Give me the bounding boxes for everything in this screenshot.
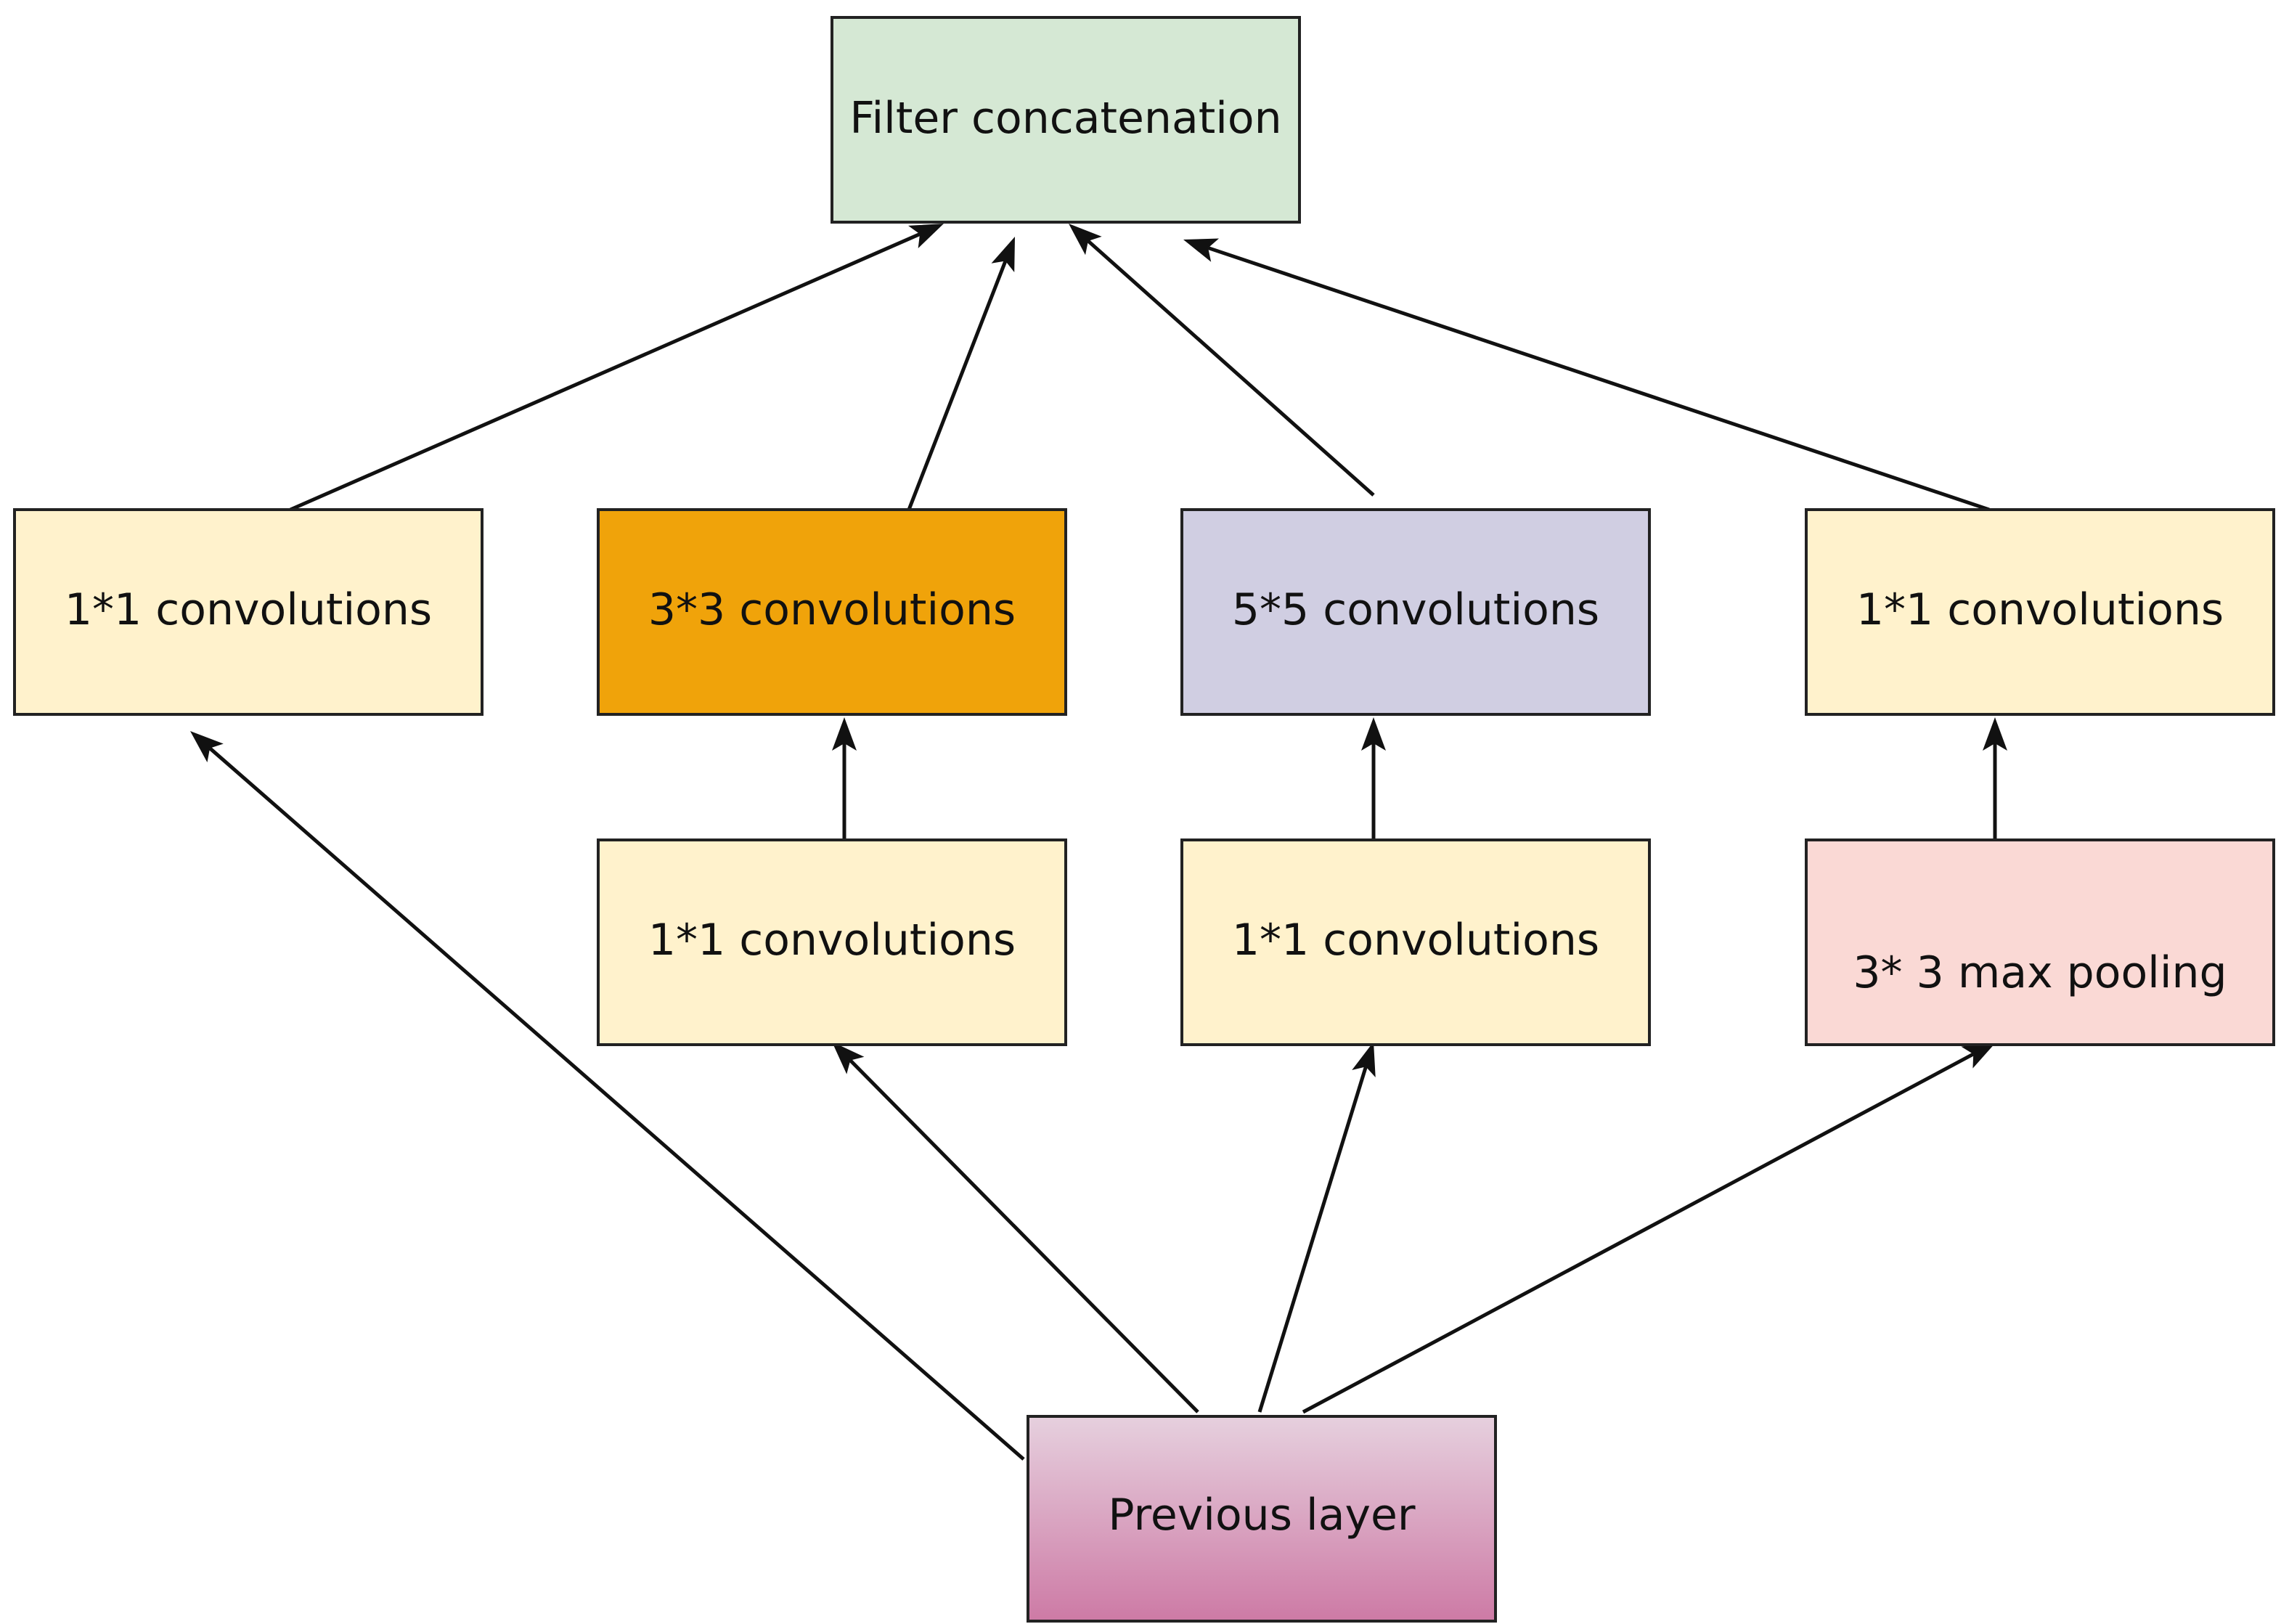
arrowhead-icon [1983,717,2007,751]
edge-conv3x3-to-filter-concat [907,237,1015,510]
node-conv1x1-branch4-label: 1*1 convolutions [1856,584,2224,635]
edge-previous-layer-to-conv1x1-a [190,731,1025,1461]
arrowhead-icon [832,717,857,751]
node-filter-concatenation: Filter concatenation [831,16,1301,224]
edge-line [1302,1052,1975,1414]
edge-line [1087,240,1375,497]
node-conv1x1-branch1-label: 1*1 convolutions [65,584,432,635]
edge-line [907,260,1008,510]
node-conv1x1-reduce5x5-box [1180,838,1651,1046]
edge-conv1x1-c-to-conv5x5 [1361,717,1386,840]
arrowhead-icon [1361,717,1386,751]
node-conv1x1-reduce3x3: 1*1 convolutions [597,838,1067,1046]
edge-previous-layer-to-conv1x1-c [1257,1042,1376,1413]
node-conv3x3-box [597,508,1067,716]
node-filter-concatenation-box [831,16,1301,224]
edge-conv1x1-d-to-filter-concat [1183,238,1990,512]
node-conv1x1-branch4-box [1805,508,2275,716]
node-conv5x5-box [1180,508,1651,716]
node-conv1x1-branch4: 1*1 convolutions [1805,508,2275,716]
node-previous-layer: Previous layer [1027,1415,1497,1623]
node-max-pooling: 3* 3 max pooling [1805,838,2275,1046]
node-conv1x1-branch1: 1*1 convolutions [13,508,483,716]
arrowhead-icon [190,731,224,763]
edge-line [289,232,921,512]
edge-line [1257,1066,1368,1413]
arrowhead-icon [1961,1042,1996,1069]
edge-line [1207,246,1990,512]
edge-previous-layer-to-maxpool [1302,1042,1996,1414]
node-previous-layer-box [1027,1415,1497,1623]
node-conv1x1-reduce5x5-label: 1*1 convolutions [1232,915,1599,966]
arrowhead-icon [1352,1042,1376,1077]
node-conv3x3: 3*3 convolutions [597,508,1067,716]
edge-conv1x1-a-to-filter-concat [289,224,944,512]
arrowhead-icon [832,1042,865,1074]
node-conv5x5: 5*5 convolutions [1180,508,1651,716]
node-conv5x5-label: 5*5 convolutions [1232,584,1599,635]
arrowhead-icon [1183,238,1220,262]
node-conv1x1-reduce3x3-label: 1*1 convolutions [648,915,1016,966]
arrowhead-icon [1069,224,1102,256]
arrowhead-icon [908,224,944,249]
node-max-pooling-label: 3* 3 max pooling [1853,947,2227,998]
edge-line [849,1058,1199,1413]
edge-conv1x1-b-to-conv3x3 [832,717,857,840]
edge-line [208,746,1025,1461]
node-max-pooling-box [1805,838,2275,1046]
node-previous-layer-label: Previous layer [1108,1490,1415,1541]
edges [190,224,2007,1461]
edge-previous-layer-to-conv1x1-b [832,1042,1199,1413]
node-conv1x1-reduce5x5: 1*1 convolutions [1180,838,1651,1046]
node-conv1x1-branch1-box [13,508,483,716]
node-conv1x1-reduce3x3-box [597,838,1067,1046]
edge-conv5x5-to-filter-concat [1069,224,1375,497]
node-conv3x3-label: 3*3 convolutions [648,584,1016,635]
arrowhead-icon [991,237,1015,273]
node-filter-concatenation-label: Filter concatenation [849,93,1281,144]
edge-maxpool-to-conv1x1-d [1983,717,2007,840]
